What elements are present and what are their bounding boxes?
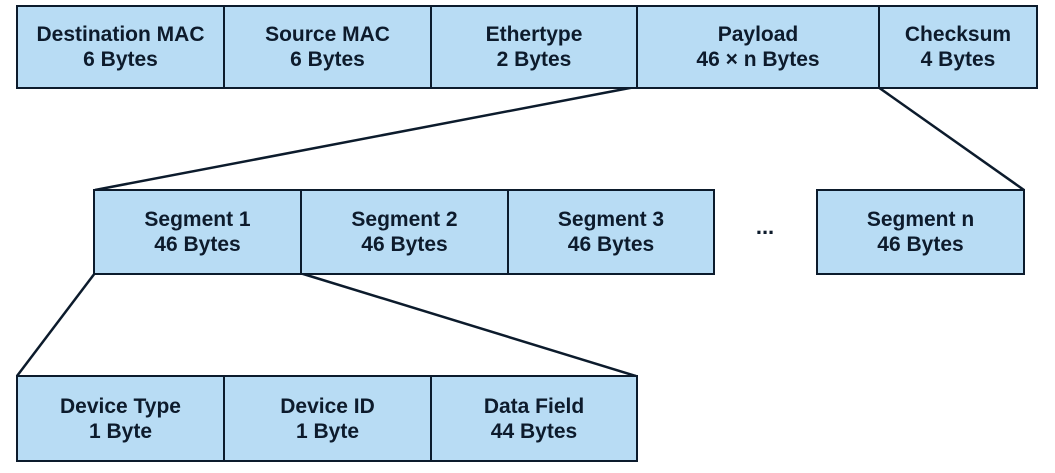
segment-size: 46 Bytes: [877, 233, 964, 256]
segment-field-device-id: Device ID 1 Byte: [223, 375, 432, 462]
segment-name: Segment 3: [557, 208, 665, 231]
segment-field-device-type: Device Type 1 Byte: [16, 375, 225, 462]
frame-field-payload: Payload 46 × n Bytes: [636, 5, 880, 89]
segment-name: Segment 1: [144, 208, 251, 231]
segment-name: Segment n: [866, 208, 975, 231]
field-name: Device Type: [59, 394, 181, 418]
field-name: Payload: [717, 23, 799, 46]
frame-field-checksum: Checksum 4 Bytes: [878, 5, 1038, 89]
payload-segment-3: Segment 3 46 Bytes: [507, 189, 715, 275]
field-size: 44 Bytes: [490, 419, 578, 443]
field-size: 1 Byte: [295, 419, 360, 443]
segment-size: 46 Bytes: [567, 233, 655, 256]
segment-expand-line-right: [299, 271, 637, 378]
field-size: 46 × n Bytes: [696, 48, 820, 71]
segment-field-data-field: Data Field 44 Bytes: [430, 375, 638, 462]
frame-field-ethertype: Ethertype 2 Bytes: [430, 5, 638, 89]
segment-size: 46 Bytes: [361, 233, 448, 256]
field-size: 2 Bytes: [496, 48, 572, 71]
payload-expand-line-left: [94, 85, 636, 192]
field-name: Data Field: [483, 394, 585, 418]
field-size: 4 Bytes: [920, 48, 996, 71]
frame-field-destination-mac: Destination MAC 6 Bytes: [16, 5, 225, 89]
payload-segment-n: Segment n 46 Bytes: [816, 189, 1025, 275]
field-size: 6 Bytes: [83, 48, 158, 71]
segment-name: Segment 2: [351, 208, 458, 231]
field-name: Checksum: [904, 23, 1012, 46]
segment-expand-line-left: [16, 272, 96, 377]
field-name: Destination MAC: [36, 23, 205, 46]
frame-field-source-mac: Source MAC 6 Bytes: [223, 5, 432, 89]
payload-expand-line-right: [877, 85, 1025, 192]
segment-ellipsis: ...: [755, 214, 775, 239]
segment-size: 46 Bytes: [154, 233, 241, 256]
field-size: 6 Bytes: [290, 48, 365, 71]
field-name: Source MAC: [265, 23, 390, 46]
payload-segment-1: Segment 1 46 Bytes: [93, 189, 302, 275]
payload-segment-2: Segment 2 46 Bytes: [300, 189, 509, 275]
field-name: Device ID: [280, 394, 375, 418]
field-name: Ethertype: [485, 23, 583, 46]
field-size: 1 Byte: [88, 419, 153, 443]
